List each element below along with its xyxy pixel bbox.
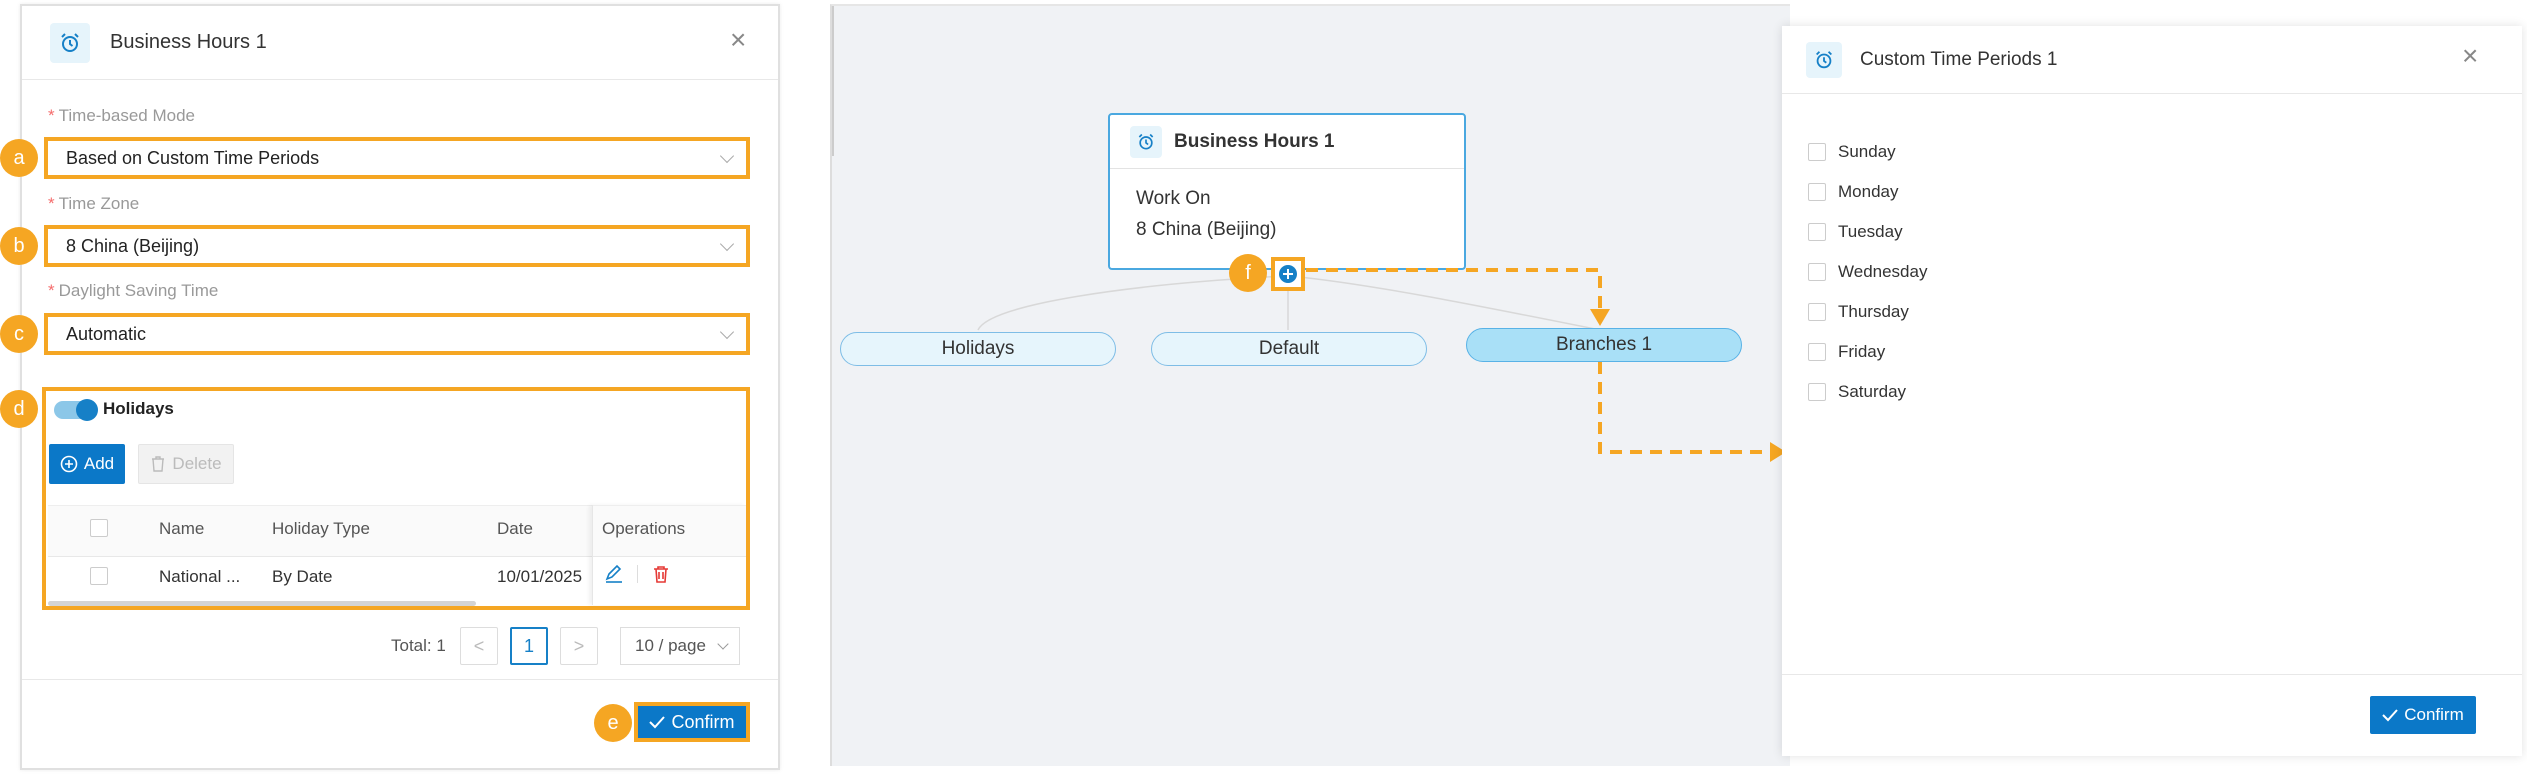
daylight-saving-select[interactable]: Automatic: [44, 313, 750, 355]
column-operations: Operations: [602, 519, 686, 538]
row-checkbox[interactable]: [90, 567, 108, 585]
table-scrollbar[interactable]: [48, 601, 476, 606]
business-hours-node[interactable]: Business Hours 1 Work On 8 China (Beijin…: [1108, 113, 1466, 270]
panel-header: Business Hours 1: [22, 6, 778, 80]
callout-e: e: [594, 704, 632, 742]
callout-c: c: [0, 315, 38, 353]
divider: [637, 565, 638, 583]
chevron-down-icon: [719, 148, 735, 164]
drawer-title: Custom Time Periods 1: [1860, 48, 2058, 70]
panel-title: Business Hours 1: [110, 31, 267, 53]
checkmark-icon: [649, 716, 666, 729]
delete-holiday-button[interactable]: Delete: [138, 444, 234, 484]
time-based-mode-select[interactable]: Based on Custom Time Periods: [44, 137, 750, 179]
column-name: Name: [159, 519, 205, 538]
chevron-down-icon: [719, 236, 735, 252]
callout-f: f: [1229, 254, 1267, 292]
branch-default[interactable]: Default: [1151, 332, 1427, 366]
edit-icon[interactable]: [604, 564, 624, 589]
drawer-footer-divider: [1782, 674, 2522, 675]
holiday-name-cell: National ...: [159, 567, 241, 586]
day-thursday[interactable]: Thursday: [1808, 292, 1927, 332]
holiday-date-cell: 10/01/2025: [497, 567, 583, 586]
add-branch-button[interactable]: [1271, 257, 1305, 291]
canvas-scrollbar[interactable]: [832, 6, 834, 156]
drawer-confirm-button[interactable]: Confirm: [2370, 696, 2476, 734]
time-zone-select[interactable]: 8 China (Beijing): [44, 225, 750, 267]
alarm-clock-icon: [1806, 41, 1842, 78]
holidays-toggle[interactable]: [54, 399, 98, 421]
plus-circle-icon: [60, 455, 78, 473]
next-page-button[interactable]: >: [560, 627, 598, 665]
day-sunday[interactable]: Sunday: [1808, 132, 1927, 172]
daylight-saving-value: Automatic: [66, 323, 147, 344]
delete-row-icon[interactable]: [651, 564, 671, 589]
day-tuesday[interactable]: Tuesday: [1808, 212, 1927, 252]
pagination-total: Total: 1: [391, 636, 446, 655]
trash-icon: [152, 456, 165, 472]
time-zone-value: 8 China (Beijing): [66, 235, 200, 256]
plus-circle-icon: [1279, 265, 1297, 283]
checkbox[interactable]: [1808, 263, 1826, 281]
footer-divider: [22, 679, 778, 680]
close-icon[interactable]: ×: [730, 24, 747, 55]
checkbox[interactable]: [1808, 143, 1826, 161]
column-date: Date: [497, 519, 533, 538]
select-all-checkbox[interactable]: [90, 519, 108, 537]
alarm-clock-icon: [50, 22, 90, 63]
branch-1[interactable]: Branches 1: [1466, 328, 1742, 362]
time-based-mode-value: Based on Custom Time Periods: [66, 147, 320, 168]
callout-d: d: [0, 390, 38, 428]
custom-time-periods-drawer: Custom Time Periods 1 × Sunday Monday Tu…: [1782, 26, 2522, 756]
prev-page-button[interactable]: <: [460, 627, 498, 665]
time-zone-label: *Time Zone: [48, 194, 140, 213]
chevron-down-icon: [719, 324, 735, 340]
checkbox[interactable]: [1808, 343, 1826, 361]
checkmark-icon: [2382, 709, 2398, 722]
add-holiday-button[interactable]: Add: [49, 444, 125, 484]
callout-a: a: [0, 139, 38, 177]
column-holiday-type: Holiday Type: [272, 519, 370, 538]
days-list: Sunday Monday Tuesday Wednesday Thursday…: [1808, 132, 1927, 412]
checkbox[interactable]: [1808, 223, 1826, 241]
connector-lines: [977, 268, 1786, 462]
branch-holidays[interactable]: Holidays: [840, 332, 1116, 366]
page-size-select[interactable]: 10 / page: [620, 627, 740, 665]
node-title: Business Hours 1: [1174, 130, 1335, 152]
time-based-mode-label: *Time-based Mode: [48, 106, 195, 125]
checkbox[interactable]: [1808, 383, 1826, 401]
checkbox[interactable]: [1808, 183, 1826, 201]
holidays-label: Holidays: [103, 399, 174, 418]
holidays-section: [42, 387, 750, 610]
day-wednesday[interactable]: Wednesday: [1808, 252, 1927, 292]
confirm-button[interactable]: Confirm: [634, 702, 750, 742]
holiday-type-cell: By Date: [272, 567, 333, 586]
daylight-saving-label: *Daylight Saving Time: [48, 281, 219, 300]
operations-fixed-column: [592, 505, 746, 605]
page-1-button[interactable]: 1: [510, 627, 548, 665]
close-icon[interactable]: ×: [2462, 40, 2479, 71]
node-time-zone: 8 China (Beijing): [1136, 219, 1277, 240]
day-monday[interactable]: Monday: [1808, 172, 1927, 212]
chevron-down-icon: [717, 638, 729, 650]
day-friday[interactable]: Friday: [1808, 332, 1927, 372]
checkbox[interactable]: [1808, 303, 1826, 321]
drawer-header: Custom Time Periods 1: [1782, 26, 2522, 94]
table-header: [48, 505, 746, 557]
callout-b: b: [0, 227, 38, 265]
alarm-clock-icon: [1130, 125, 1162, 158]
node-work-on: Work On: [1136, 188, 1211, 209]
day-saturday[interactable]: Saturday: [1808, 372, 1927, 412]
